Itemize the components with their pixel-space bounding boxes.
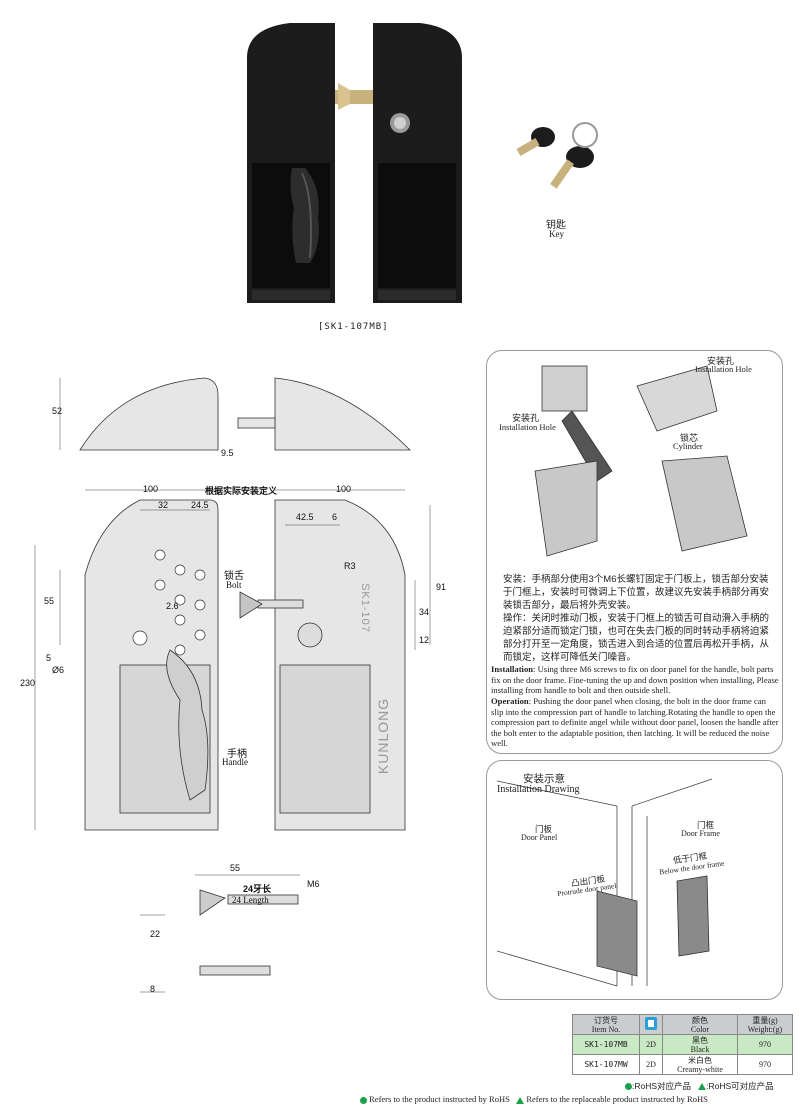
install-text-cn: 安装：手柄部分使用3个M6长螺钉固定于门板上，锁舌部分安装于门框上，安装时可微调… (503, 574, 770, 611)
key-label-cn: 钥匙 (546, 220, 566, 231)
drawing-title: 根据实际安装定义 (205, 486, 278, 496)
dim-52: 52 (52, 406, 63, 416)
rohs-rep-cn: :RoHS可对应产品 (706, 1081, 774, 1091)
operate-label: Operation (491, 696, 529, 706)
file-link[interactable]: 2D (639, 1034, 663, 1055)
install-label: Installation (491, 664, 534, 674)
dim-8: 8 (150, 984, 156, 994)
length-label-en: 24 Length (232, 895, 269, 905)
bolt-label-en: Bolt (226, 580, 242, 590)
file-link[interactable]: 2D (639, 1054, 663, 1075)
dim-100-right: 100 (336, 484, 352, 494)
legend-en: Refers to the product instructed by RoHS… (360, 1094, 708, 1104)
key-photo (505, 115, 615, 210)
hole-label-left-cn: 安装孔 (512, 413, 540, 423)
dim-24-5: 24.5 (191, 500, 209, 510)
drawing-title-en: Installation Drawing (497, 784, 580, 795)
door-drawing-svg (496, 778, 713, 987)
door-frame-cn: 门框 (697, 820, 715, 830)
rohs-dot-icon (625, 1083, 632, 1091)
door-frame-en: Door Frame (681, 829, 720, 838)
installation-panel: 安装孔 Installation Hole 安装孔 Installation H… (486, 350, 783, 754)
weight-cell: 970 (737, 1054, 793, 1075)
dim-22: 22 (150, 929, 161, 939)
key-icon (516, 122, 598, 189)
rohs-dot-icon (360, 1096, 367, 1104)
legend-cn: :RoHS对应产品 :RoHS可对应产品 (625, 1080, 774, 1092)
product-photo (230, 18, 475, 318)
operate-text-cn: 操作：关闭时推动门板，安装于门框上的锁舌可自动滑入手柄的迫紧部分适而锁定门锁，也… (503, 613, 770, 663)
key-label-en: Key (549, 229, 564, 239)
dim-91: 91 (436, 582, 447, 592)
bolt-label-cn: 锁舌 (224, 571, 244, 582)
dim-34: 34 (419, 607, 430, 617)
dim-100-left: 100 (143, 484, 159, 494)
dim-6: 6 (332, 512, 338, 522)
dim-55-bolt: 55 (230, 863, 241, 873)
dim-r3: R3 (344, 561, 356, 571)
dim-phi6: Ø6 (52, 665, 65, 675)
install-text-en: Installation: Using three M6 screws to f… (491, 664, 779, 696)
model-caption: [SK1-107MB] (318, 322, 389, 332)
dim-230: 230 (20, 678, 36, 688)
technical-drawing: 52 9.5 根据实际安装定义 100 100 32 24.5 42.5 6 R… (0, 360, 480, 1000)
weight-cell: 970 (737, 1034, 793, 1055)
hole-label-top-cn: 安装孔 (707, 356, 735, 366)
item-no-cell[interactable]: SK1-107MB (572, 1034, 640, 1055)
drawing-title-cn: 安装示意 (523, 773, 565, 785)
dim-2-6: 2.6 (166, 601, 179, 611)
col-file (639, 1014, 663, 1035)
length-label-cn: 24牙长 (243, 884, 272, 894)
handle-label-cn: 手柄 (227, 749, 247, 760)
file-download-icon (645, 1017, 657, 1030)
install-body: : Using three M6 screws to fix on door p… (491, 664, 779, 696)
brand-mark: KUNLONG (375, 697, 392, 775)
hole-label-left-en: Installation Hole (499, 422, 556, 432)
lock-photo-illustration (247, 23, 462, 303)
cylinder-label-en: Cylinder (673, 441, 703, 451)
dim-9-5: 9.5 (221, 448, 234, 458)
part-mark: SK1-107 (358, 583, 371, 633)
rohs-triangle-icon (698, 1083, 707, 1091)
rohs-cn: :RoHS对应产品 (632, 1081, 692, 1091)
drawing-svg (34, 377, 431, 993)
dim-32: 32 (158, 500, 169, 510)
dim-12: 12 (419, 635, 430, 645)
rohs-en: Refers to the product instructed by RoHS (369, 1094, 510, 1104)
installation-illustration (534, 365, 748, 557)
operate-text-en: Operation: Pushing the door panel when c… (491, 696, 779, 749)
item-no-cell[interactable]: SK1-107MW (572, 1054, 640, 1075)
rohs-triangle-icon (516, 1096, 525, 1104)
door-panel-cn: 门板 (535, 824, 553, 834)
operate-body: : Pushing the door panel when closing, t… (491, 696, 779, 749)
dim-m6: M6 (307, 879, 320, 889)
dim-55-side: 55 (44, 596, 55, 606)
dim-5: 5 (46, 653, 52, 663)
handle-label-en: Handle (222, 757, 248, 767)
cylinder-label-cn: 锁芯 (680, 433, 699, 443)
rohs-rep-en: Refers to the replaceable product instru… (526, 1094, 708, 1104)
door-panel-en: Door Panel (521, 833, 558, 842)
dim-42-5: 42.5 (296, 512, 314, 522)
installation-drawing-panel: 安装示意 Installation Drawing 门板 Door Panel … (486, 760, 783, 1000)
col-weight: 重量(g)Weight:(g) (737, 1014, 793, 1035)
hole-label-top-en: Installation Hole (695, 364, 752, 374)
